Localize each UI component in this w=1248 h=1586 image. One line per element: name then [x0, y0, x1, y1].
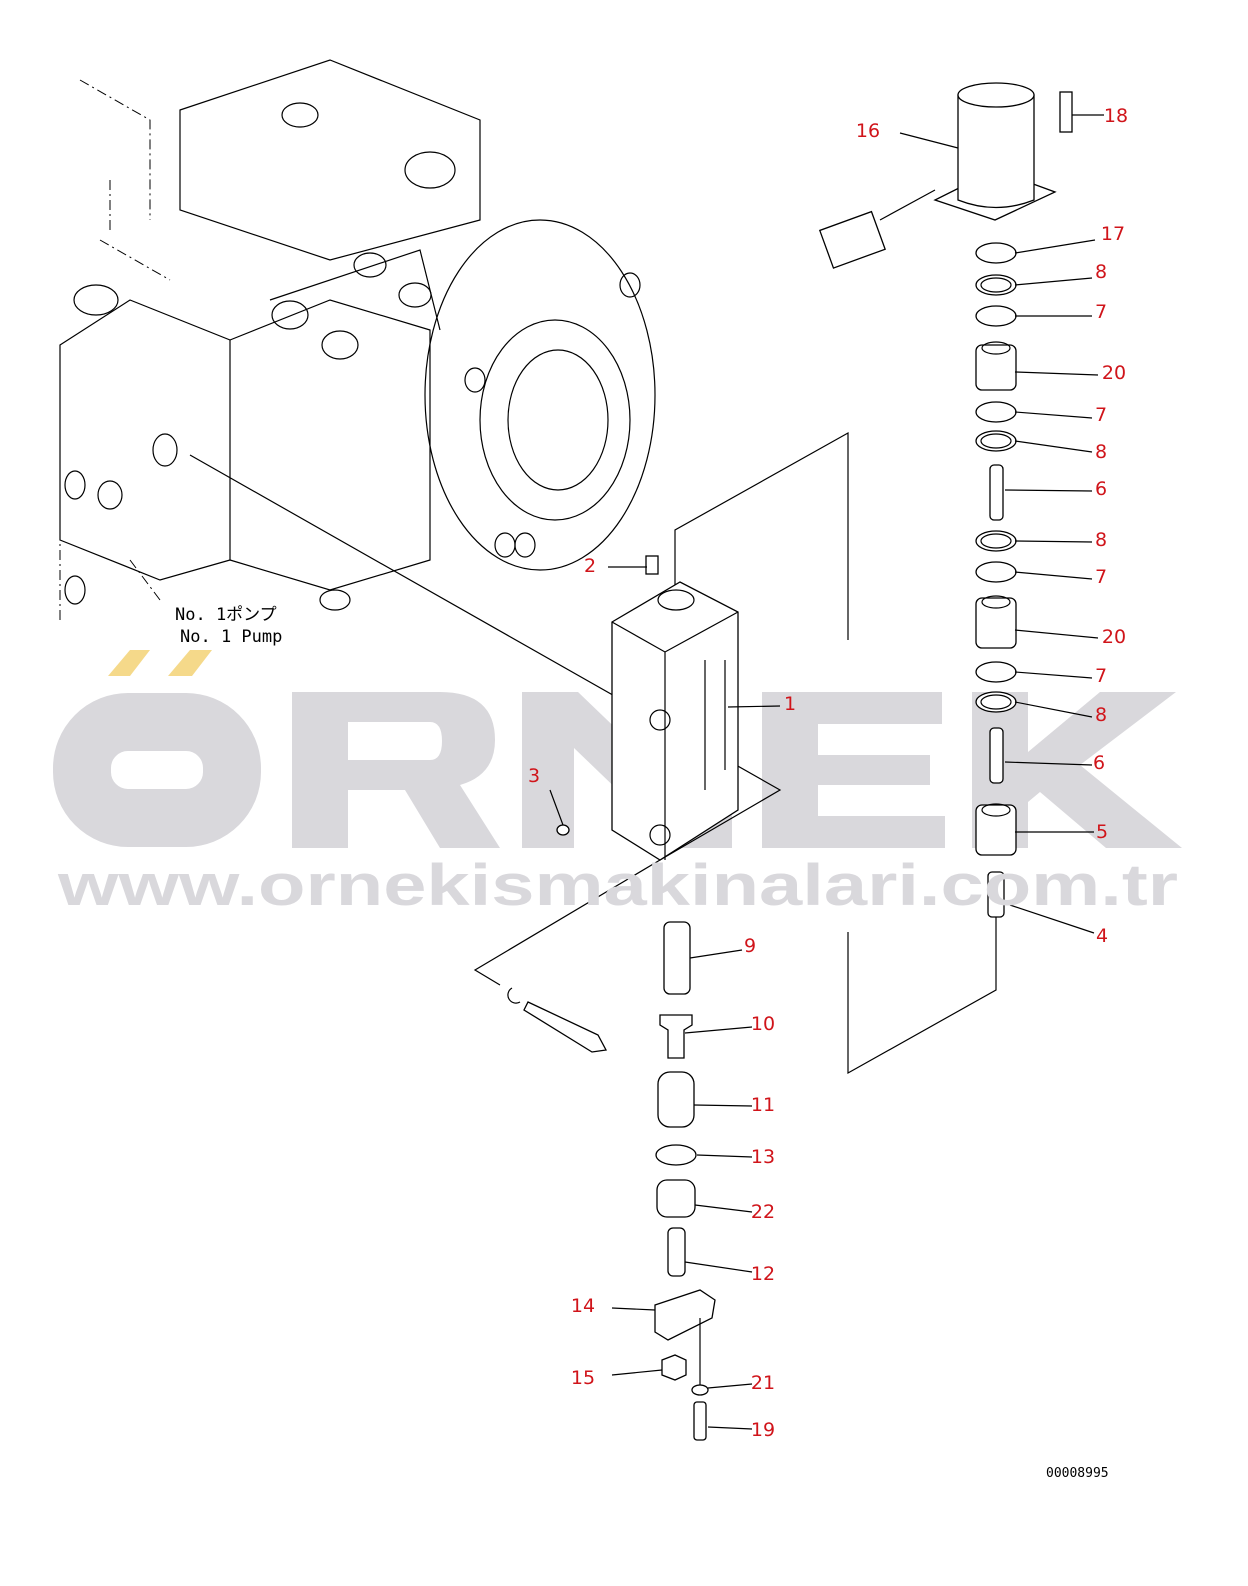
- watermark-url: www.ornekismakinalari.com.tr: [57, 853, 1178, 918]
- drawing-number: 00008995: [1046, 1466, 1109, 1481]
- solenoid-16: [818, 82, 1073, 269]
- callouts: 16 18 17 8 7 20 7 8 6 8 7 20 7 8 6 5 4 2…: [528, 105, 1128, 1441]
- callout: 7: [1095, 301, 1107, 323]
- callout: 15: [571, 1367, 595, 1389]
- callout: 8: [1095, 529, 1107, 551]
- callout: 3: [528, 765, 540, 787]
- callout: 14: [571, 1295, 595, 1317]
- pump-label-jp: No. 1ポンプ: [175, 605, 277, 625]
- callout: 4: [1096, 925, 1108, 947]
- callout: 5: [1096, 821, 1108, 843]
- callout: 21: [751, 1372, 775, 1394]
- callout: 22: [751, 1201, 775, 1223]
- callout: 1: [784, 693, 796, 715]
- callout: 12: [751, 1263, 775, 1285]
- lower-stack-parts: [654, 921, 716, 1441]
- callout: 16: [856, 120, 880, 142]
- valve-body: [611, 581, 739, 861]
- callout: 9: [744, 935, 756, 957]
- callout: 17: [1101, 223, 1125, 245]
- callout: 7: [1095, 665, 1107, 687]
- callout: 6: [1093, 752, 1105, 774]
- callout: 7: [1095, 404, 1107, 426]
- callout: 20: [1102, 626, 1126, 648]
- callout: 7: [1095, 566, 1107, 588]
- callout: 8: [1095, 441, 1107, 463]
- bolt: [523, 1001, 608, 1053]
- callout: 13: [751, 1146, 775, 1168]
- plug-3: [556, 824, 570, 836]
- callout: 6: [1095, 478, 1107, 500]
- callout: 18: [1104, 105, 1128, 127]
- callout: 8: [1095, 704, 1107, 726]
- pump-assembly-drawing: [59, 59, 656, 620]
- callout: 20: [1102, 362, 1126, 384]
- pump-label-en: No. 1 Pump: [180, 627, 282, 647]
- callout: 11: [751, 1094, 775, 1116]
- callout: 8: [1095, 261, 1107, 283]
- callout: 19: [751, 1419, 775, 1441]
- callout: 2: [584, 555, 596, 577]
- right-stack-parts: [975, 242, 1017, 918]
- callout: 10: [751, 1013, 775, 1035]
- plug-2: [645, 555, 659, 575]
